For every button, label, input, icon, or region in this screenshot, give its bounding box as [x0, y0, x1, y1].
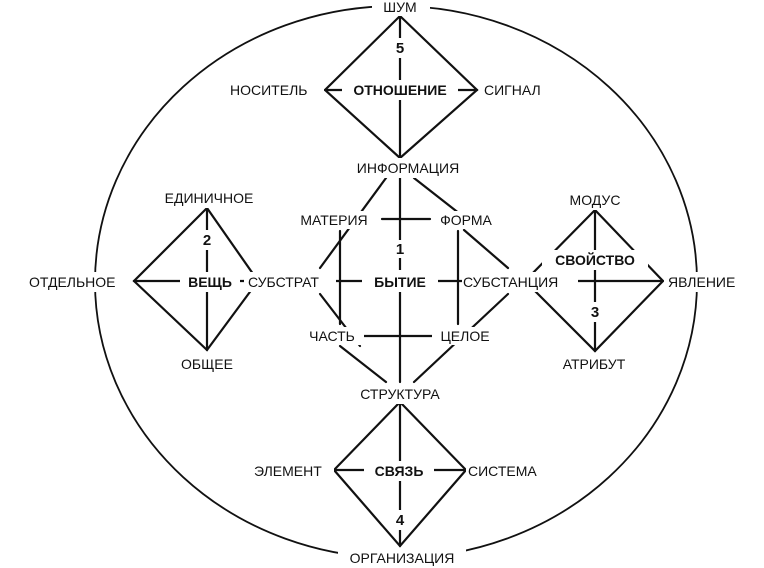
- label-thing: ВЕЩЬ: [188, 274, 232, 290]
- label-singular: ЕДИНИЧНОЕ: [165, 190, 254, 206]
- label-substrate: СУБСТРАТ: [248, 274, 319, 290]
- label-signal: СИГНАЛ: [484, 82, 541, 98]
- label-connection: СВЯЗЬ: [375, 463, 424, 479]
- label-group-1-number: 1: [396, 241, 404, 258]
- label-group-3-number: 3: [591, 304, 599, 321]
- label-property: СВОЙСТВО: [555, 251, 635, 268]
- label-organization: ОРГАНИЗАЦИЯ: [350, 550, 455, 566]
- label-mode: МОДУС: [570, 192, 621, 208]
- label-general: ОБЩЕЕ: [181, 356, 233, 372]
- label-group-5-number: 5: [396, 40, 404, 57]
- label-attribute: АТРИБУТ: [563, 356, 626, 372]
- label-information: ИНФОРМАЦИЯ: [357, 160, 459, 176]
- label-group-2-number: 2: [203, 232, 211, 249]
- label-form: ФОРМА: [440, 212, 492, 228]
- label-matter: МАТЕРИЯ: [300, 212, 367, 228]
- label-whole: ЦЕЛОЕ: [440, 328, 489, 344]
- label-element: ЭЛЕМЕНТ: [254, 463, 322, 479]
- label-substance: СУБСТАНЦИЯ: [463, 274, 558, 290]
- label-relation: ОТНОШЕНИЕ: [353, 82, 446, 98]
- label-backgrounds: [28, 0, 750, 568]
- label-part: ЧАСТЬ: [309, 328, 355, 344]
- label-phenomenon: ЯВЛЕНИЕ: [668, 274, 735, 290]
- label-system: СИСТЕМА: [468, 463, 537, 479]
- label-noise: ШУМ: [383, 0, 416, 15]
- label-being: БЫТИЕ: [374, 274, 426, 290]
- label-structure: СТРУКТУРА: [360, 386, 440, 402]
- label-group-4-number: 4: [396, 512, 405, 529]
- label-separate: ОТДЕЛЬНОЕ: [29, 274, 116, 290]
- label-carrier: НОСИТЕЛЬ: [230, 82, 307, 98]
